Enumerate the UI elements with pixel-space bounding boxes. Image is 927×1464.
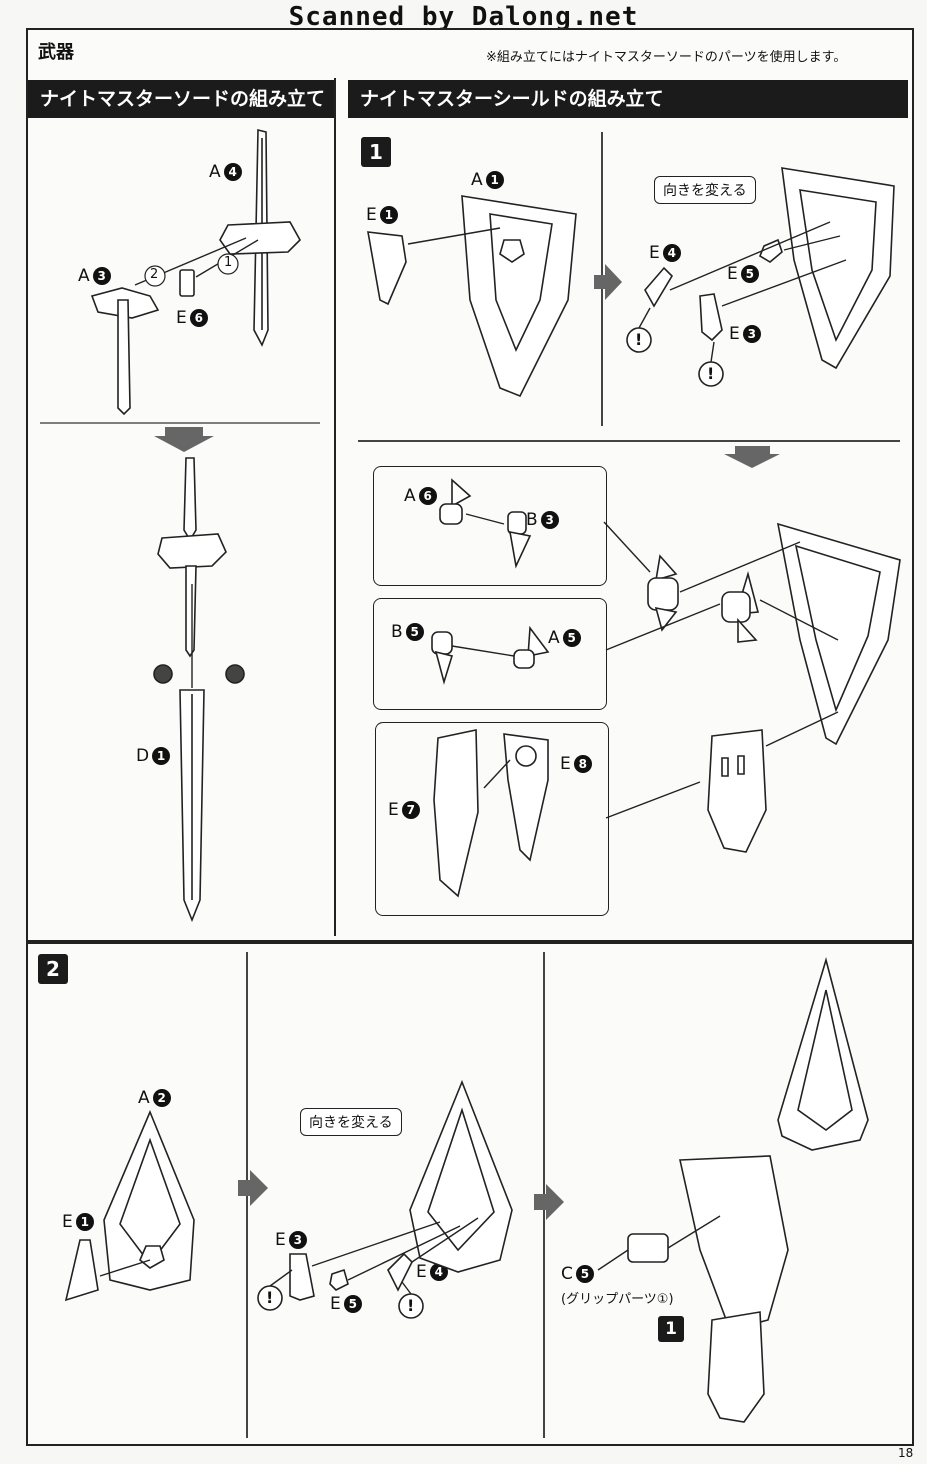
weapons-title: 武器 (38, 42, 74, 63)
warning-icon: ! (266, 1288, 274, 1307)
warning-icon: ! (635, 330, 643, 349)
shield-title: ナイトマスターシールドの組み立て (348, 80, 908, 118)
subassembly-a6-b3 (373, 466, 607, 586)
reference-step-1: 1 (658, 1316, 684, 1342)
warning-icon: ! (707, 364, 715, 383)
weapons-note: ※組み立てにはナイトマスターソードのパーツを使用します。 (486, 50, 847, 65)
order-badge-first: 1 (224, 255, 233, 270)
subassembly-b5-a5 (373, 598, 607, 710)
scan-credit: Scanned by Dalong.net (288, 2, 639, 32)
page-number: 18 (898, 1446, 914, 1460)
sword-panel (26, 78, 336, 936)
sword-blade-illustration (40, 128, 320, 923)
order-badge-second: 2 (150, 267, 159, 282)
subassembly-e7-e8 (375, 722, 609, 916)
shield-step-1: 1 (361, 137, 391, 167)
step-2-badge: 2 (38, 954, 68, 984)
shield-horizontal-divider (358, 440, 900, 442)
warning-icon: ! (407, 1296, 415, 1315)
sword-title: ナイトマスターソードの組み立て (28, 80, 334, 118)
shield-subassembly-illustration (431, 478, 901, 898)
grip-parts-note: (グリップパーツ①) (561, 1292, 674, 1307)
callout-turn-around-step2: 向きを変える (300, 1108, 402, 1136)
shield-step1-illustration (367, 167, 895, 468)
callout-turn-around: 向きを変える (654, 176, 756, 204)
